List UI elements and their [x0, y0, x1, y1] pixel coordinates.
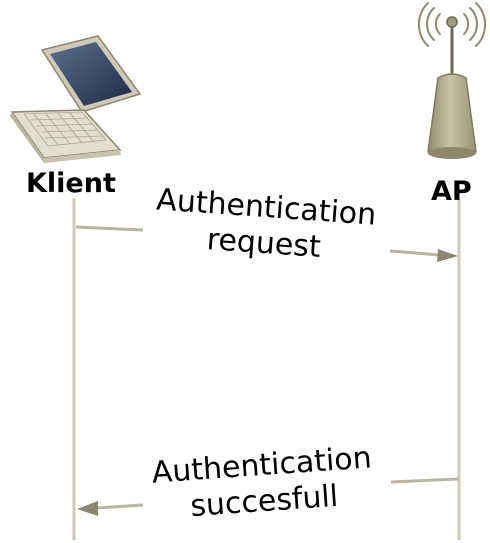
request-arrow [75, 225, 458, 262]
ap-label: AP [431, 176, 472, 207]
client-label: Klient [26, 168, 116, 199]
laptop-icon [10, 35, 142, 163]
access-point-antenna-icon [418, 2, 486, 159]
success-arrow [77, 477, 459, 516]
